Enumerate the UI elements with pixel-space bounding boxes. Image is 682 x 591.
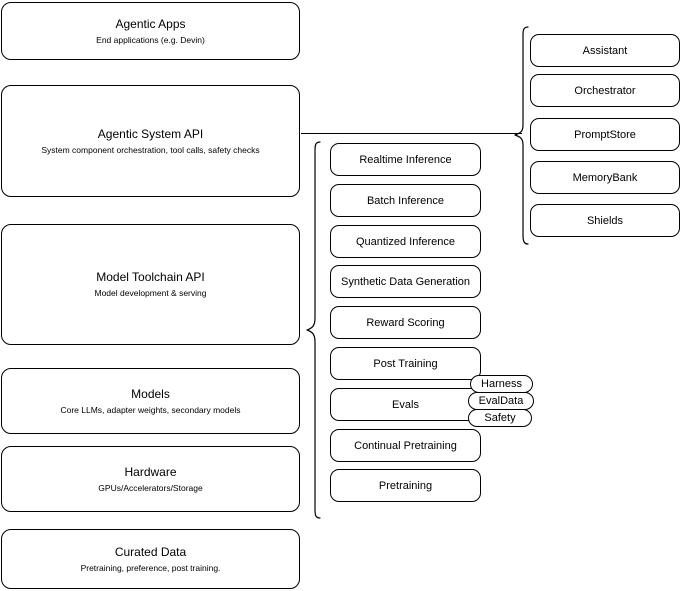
capability-post-training[interactable]: Post Training (330, 347, 481, 380)
brace-agentic-components (514, 26, 529, 245)
eval-pill-harness[interactable]: Harness (470, 375, 533, 393)
layer-title: Models (131, 386, 170, 401)
capability-label: Quantized Inference (355, 235, 456, 248)
layer-agentic-apps[interactable]: Agentic Apps End applications (e.g. Devi… (1, 2, 300, 60)
component-shields[interactable]: Shields (530, 204, 680, 237)
capability-evals[interactable]: Evals (330, 388, 481, 421)
eval-pill-safety[interactable]: Safety (468, 409, 532, 427)
eval-pill-label: EvalData (478, 394, 524, 407)
capability-label: Continual Pretraining (354, 439, 457, 452)
component-assistant[interactable]: Assistant (530, 34, 680, 67)
layer-title: Agentic System API (97, 126, 204, 141)
component-label: Orchestrator (574, 84, 636, 97)
layer-title: Agentic Apps (115, 16, 186, 31)
capability-label: Post Training (373, 357, 438, 370)
component-memorybank[interactable]: MemoryBank (530, 161, 680, 194)
layer-subtitle: GPUs/Accelerators/Storage (98, 482, 203, 493)
layer-title: Hardware (124, 464, 177, 479)
layer-agentic-system-api[interactable]: Agentic System API System component orch… (1, 85, 300, 197)
eval-pill-label: Safety (484, 411, 516, 424)
capability-synthetic-data-generation[interactable]: Synthetic Data Generation (330, 265, 481, 298)
layer-title: Curated Data (114, 544, 187, 559)
layer-subtitle: System component orchestration, tool cal… (41, 144, 260, 155)
capability-label: Batch Inference (366, 194, 445, 207)
eval-pill-evaldata[interactable]: EvalData (468, 392, 534, 410)
component-label: PromptStore (574, 128, 636, 141)
capability-realtime-inference[interactable]: Realtime Inference (330, 143, 481, 176)
layer-subtitle: Model development & serving (94, 288, 207, 298)
eval-pill-label: Harness (481, 377, 522, 390)
capability-quantized-inference[interactable]: Quantized Inference (330, 225, 481, 258)
connector-line-system-api-to-components (301, 133, 522, 134)
capability-label: Evals (392, 398, 419, 411)
component-label: Shields (586, 214, 624, 227)
layer-title: Model Toolchain API (96, 270, 205, 284)
capability-label: Reward Scoring (366, 316, 445, 329)
layer-subtitle: Core LLMs, adapter weights, secondary mo… (60, 404, 241, 415)
capability-pretraining[interactable]: Pretraining (330, 469, 481, 502)
layer-curated-data[interactable]: Curated Data Pretraining, preference, po… (1, 529, 300, 589)
layer-subtitle: Pretraining, preference, post training. (80, 562, 221, 573)
capability-label: Realtime Inference (359, 153, 452, 166)
layer-subtitle: End applications (e.g. Devin) (96, 34, 205, 45)
brace-toolchain (306, 141, 321, 519)
layer-hardware[interactable]: Hardware GPUs/Accelerators/Storage (1, 446, 300, 512)
component-label: Assistant (582, 44, 628, 57)
capability-batch-inference[interactable]: Batch Inference (330, 184, 481, 217)
component-promptstore[interactable]: PromptStore (530, 118, 680, 151)
layer-models[interactable]: Models Core LLMs, adapter weights, secon… (1, 368, 300, 434)
layer-model-toolchain-api[interactable]: Model Toolchain API Model development & … (1, 224, 300, 345)
capability-continual-pretraining[interactable]: Continual Pretraining (330, 429, 481, 462)
component-orchestrator[interactable]: Orchestrator (530, 74, 680, 107)
component-label: MemoryBank (572, 171, 638, 184)
capability-label: Synthetic Data Generation (340, 275, 471, 288)
capability-label: Pretraining (378, 479, 433, 492)
capability-reward-scoring[interactable]: Reward Scoring (330, 306, 481, 339)
